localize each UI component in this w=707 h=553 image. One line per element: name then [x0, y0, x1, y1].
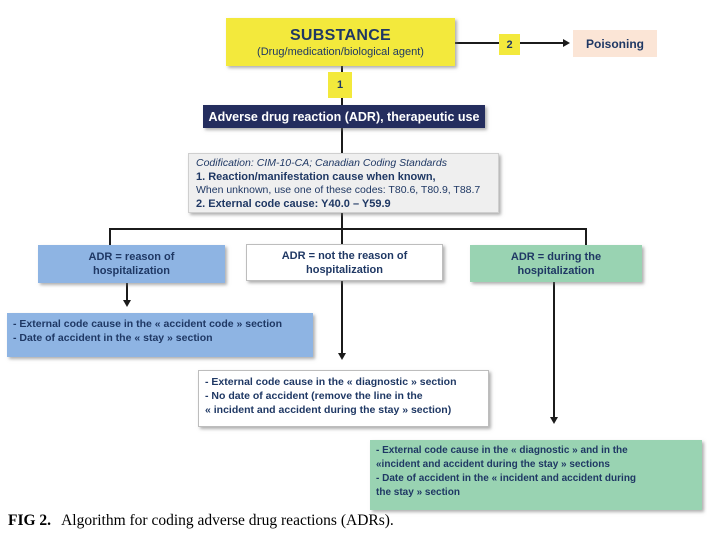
- substance-title: SUBSTANCE: [289, 26, 392, 44]
- connector-adr-to-note: [341, 128, 343, 153]
- codification-intro: Codification: CIM-10-CA; Canadian Coding…: [196, 157, 447, 169]
- figure-caption-label: FIG 2.: [8, 512, 52, 529]
- branch-box-during: ADR = during the hospitalization: [470, 245, 642, 282]
- connector-drop-right: [585, 228, 587, 245]
- detail-box-not-reason: - External code cause in the « diagnosti…: [198, 370, 489, 427]
- badge-1: 1: [328, 72, 352, 98]
- adr-header-box: Adverse drug reaction (ADR), therapeutic…: [203, 105, 485, 128]
- arrowhead-down-right-icon: [550, 417, 558, 424]
- codification-item2: 2. External code cause: Y40.0 – Y59.9: [196, 197, 391, 210]
- arrowhead-right-icon: [563, 39, 570, 47]
- codification-item1: 1. Reaction/manifestation cause when kno…: [196, 170, 436, 183]
- connector-drop-left: [109, 228, 111, 245]
- codification-note-box: Codification: CIM-10-CA; Canadian Coding…: [188, 153, 499, 213]
- arrow-left-branch-line: [126, 283, 128, 301]
- connector-note-to-split: [341, 213, 343, 228]
- connector-split-horizontal: [109, 228, 586, 230]
- badge-2: 2: [499, 34, 520, 55]
- detail-box-during: - External code cause in the « diagnosti…: [370, 440, 702, 510]
- figure-caption: FIG 2. Algorithm for coding adverse drug …: [8, 512, 698, 530]
- substance-box: SUBSTANCE (Drug/medication/biological ag…: [226, 18, 455, 66]
- arrowhead-down-left-icon: [123, 300, 131, 307]
- connector-drop-middle: [341, 228, 343, 244]
- arrowhead-down-middle-icon: [338, 353, 346, 360]
- detail-box-reason: - External code cause in the « accident …: [7, 313, 313, 357]
- substance-subtitle: (Drug/medication/biological agent): [257, 45, 424, 58]
- arrow-right-branch-line: [553, 282, 555, 418]
- branch-box-reason: ADR = reason of hospitalization: [38, 245, 225, 283]
- branch-box-not-reason: ADR = not the reason of hospitalization: [246, 244, 443, 281]
- arrow-middle-branch-line: [341, 281, 343, 354]
- figure-caption-text: Algorithm for coding adverse drug reacti…: [61, 512, 394, 529]
- codification-item1-sub: When unknown, use one of these codes: T8…: [196, 184, 481, 196]
- poisoning-box: Poisoning: [573, 30, 657, 57]
